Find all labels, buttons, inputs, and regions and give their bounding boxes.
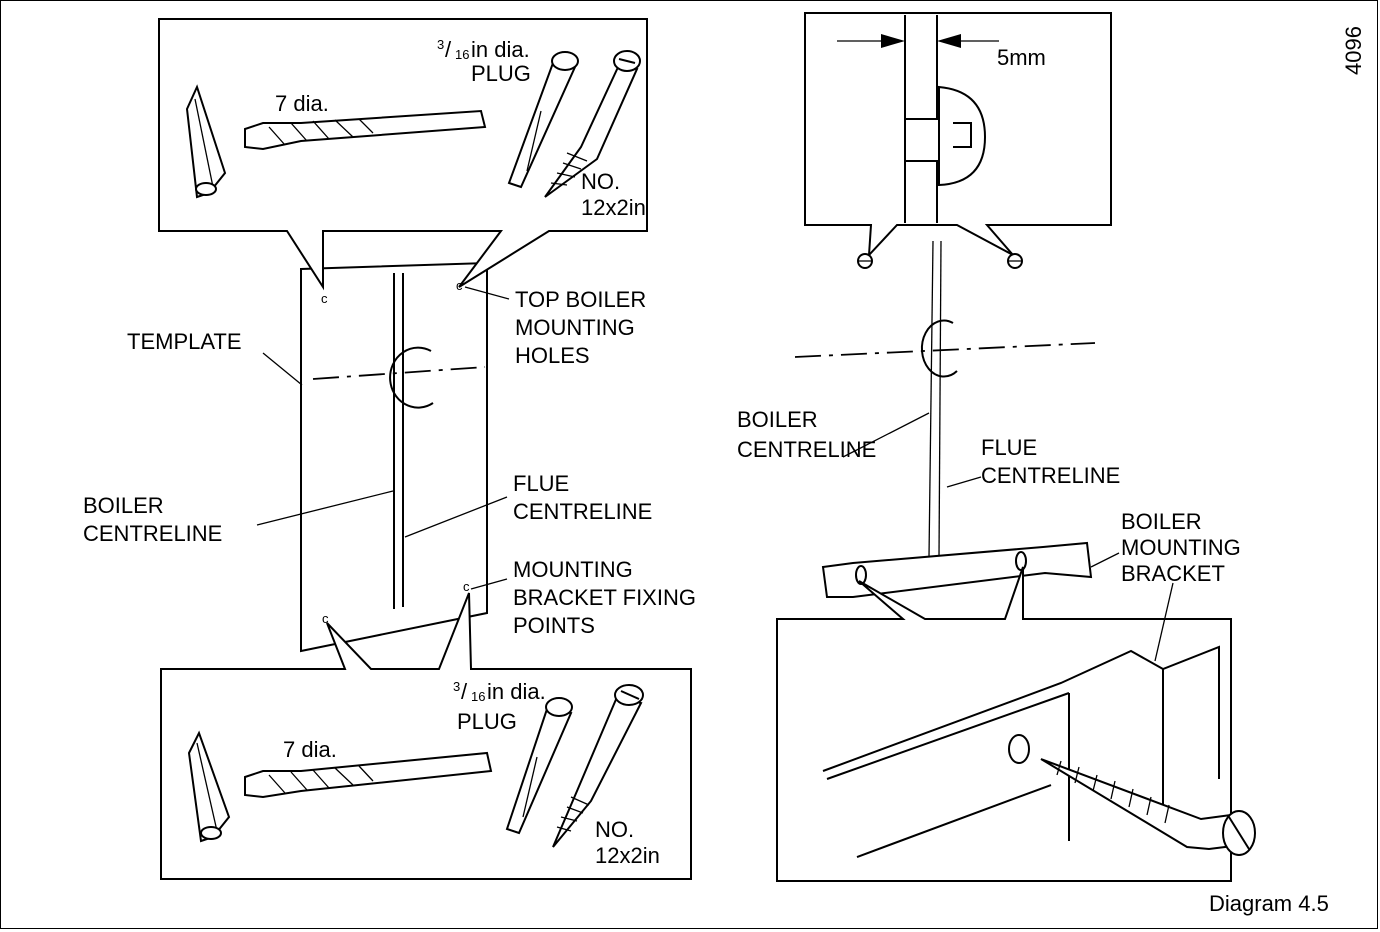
bottom-plug-size-num: 3 (453, 679, 460, 694)
screw-icon (544, 50, 641, 198)
label-top-holes-3: HOLES (515, 343, 590, 368)
top-plug-size-num: 3 (437, 37, 444, 52)
label-flue-cl-2: CENTRELINE (513, 499, 652, 524)
label-r-flue-cl-2: CENTRELINE (981, 463, 1120, 488)
gap-label: 5mm (997, 45, 1046, 70)
label-top-holes-2: MOUNTING (515, 315, 635, 340)
bracket-detail-callout (776, 566, 1256, 882)
label-template: TEMPLATE (127, 329, 242, 354)
bottom-tools-callout: 7 dia. 3 / 16 in dia. PLUG NO. 12x2in (160, 592, 692, 880)
bottom-plug-label: PLUG (457, 709, 517, 734)
bottom-plug-size-slash: / (461, 679, 468, 704)
top-plug-label: PLUG (471, 61, 531, 86)
bottom-drill-label: 7 dia. (283, 737, 337, 762)
drill-bit-icon (244, 109, 487, 151)
left-leader-lines (256, 286, 510, 590)
label-bracket-fix-1: MOUNTING (513, 557, 633, 582)
label-r-bracket-1: BOILER (1121, 509, 1202, 534)
gap-detail-callout: 5mm (804, 12, 1112, 258)
wall-plug-icon-bottom (505, 697, 573, 835)
right-centrelines (794, 240, 1096, 558)
diagram-caption: Diagram 4.5 (1209, 891, 1329, 916)
top-screw-label-1: NO. (581, 169, 620, 194)
label-flue-cl-1: FLUE (513, 471, 569, 496)
label-boiler-cl-1: BOILER (83, 493, 164, 518)
top-drill-label: 7 dia. (275, 91, 329, 116)
small-screw-heads (857, 253, 1023, 269)
top-plug-size-rest: in dia. (471, 37, 530, 62)
top-screw-label-2: 12x2in (581, 195, 646, 220)
template-sheet: c c c c (300, 261, 488, 653)
bottom-plug-size-den: 16 (471, 689, 485, 704)
bottom-left-hole-mark: c (322, 611, 329, 626)
pencil-icon-bottom (187, 730, 231, 843)
bottom-plug-size-rest: in dia. (487, 679, 546, 704)
label-r-flue-cl-1: FLUE (981, 435, 1037, 460)
wall-plug-icon (507, 51, 579, 189)
label-boiler-cl-2: CENTRELINE (83, 521, 222, 546)
label-r-boiler-cl-2: CENTRELINE (737, 437, 876, 462)
top-tools-callout: 7 dia. 3 / 16 in dia. PLUG NO. 12x2in (158, 18, 648, 291)
label-top-holes-1: TOP BOILER (515, 287, 646, 312)
label-r-bracket-2: MOUNTING (1121, 535, 1241, 560)
label-bracket-fix-2: BRACKET FIXING (513, 585, 696, 610)
bottom-right-hole-mark: c (463, 579, 470, 594)
figure-number: 4096 (1341, 26, 1366, 75)
top-plug-size-den: 16 (455, 47, 469, 62)
screw-icon-bottom (552, 684, 644, 848)
drill-bit-icon-bottom (244, 751, 493, 799)
top-left-hole-mark: c (321, 291, 328, 306)
top-plug-size-slash: / (445, 37, 452, 62)
bracket-screw-icon (1040, 758, 1256, 856)
pencil-icon (185, 84, 227, 199)
label-r-bracket-3: BRACKET (1121, 561, 1225, 586)
label-r-boiler-cl-1: BOILER (737, 407, 818, 432)
bottom-screw-label-2: 12x2in (595, 843, 660, 868)
bottom-screw-label-1: NO. (595, 817, 634, 842)
label-bracket-fix-3: POINTS (513, 613, 595, 638)
